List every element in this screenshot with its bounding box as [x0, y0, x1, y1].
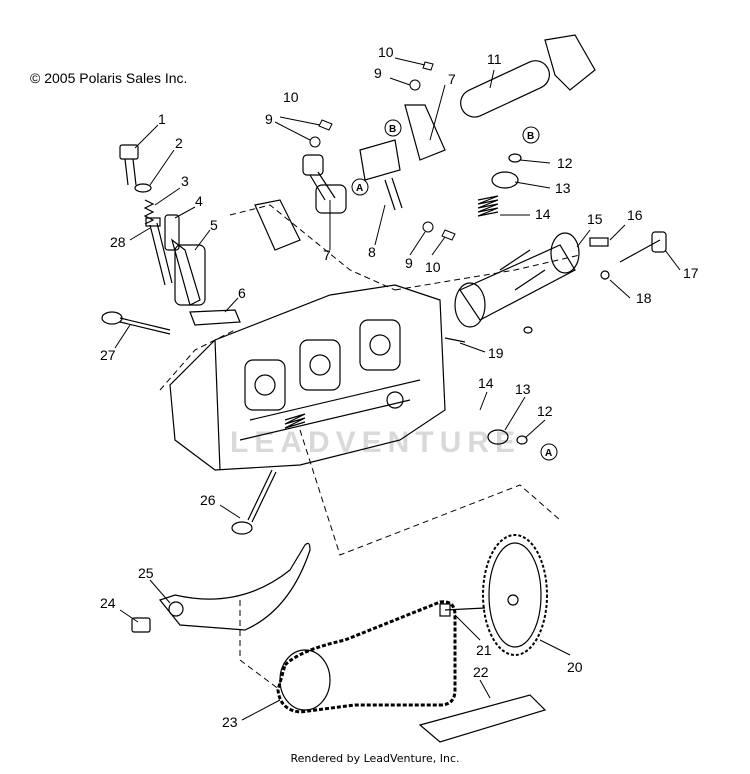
- callout-24: 24: [100, 595, 116, 611]
- callout-13-upper: 13: [555, 180, 571, 196]
- callout-15: 15: [587, 211, 603, 227]
- callout-27: 27: [100, 347, 116, 363]
- callout-10-top: 10: [378, 44, 394, 60]
- callout-1: 1: [158, 111, 166, 127]
- callout-22: 22: [473, 664, 489, 680]
- footer-credit: Rendered by LeadVenture, Inc.: [290, 752, 460, 765]
- callout-6: 6: [238, 285, 246, 301]
- callout-8: 8: [368, 244, 376, 260]
- callout-20: 20: [567, 659, 583, 675]
- copyright-notice: © 2005 Polaris Sales Inc.: [30, 70, 188, 86]
- marker-a-lower: A: [545, 448, 552, 459]
- rocker-assembly: [254, 34, 596, 251]
- callout-17: 17: [683, 265, 699, 281]
- cam-chain-drive: [131, 534, 548, 743]
- callout-10-bottom: 10: [425, 259, 441, 275]
- marker-a-upper: A: [356, 183, 363, 194]
- callout-3: 3: [181, 173, 189, 189]
- callout-16: 16: [627, 207, 643, 223]
- callout-9-top: 9: [374, 65, 382, 81]
- camshaft-and-springs: [284, 153, 667, 445]
- callout-13-lower: 13: [515, 381, 531, 397]
- valves: [101, 311, 277, 535]
- callout-2: 2: [175, 135, 183, 151]
- circle-markers: [351, 119, 558, 461]
- callout-labels: 1 2 3 4 5 6 7 7 8 9 9 9 10 10 10 11 12 1…: [100, 44, 699, 730]
- callout-12-lower: 12: [537, 403, 553, 419]
- watermark-text: LEADVENTURE: [230, 426, 521, 459]
- callout-23: 23: [222, 714, 238, 730]
- adjuster-screws: [309, 61, 456, 241]
- callout-9-bottom: 9: [405, 255, 413, 271]
- marker-b-right: B: [527, 131, 534, 142]
- callout-14-upper: 14: [535, 206, 551, 222]
- callout-26: 26: [200, 492, 216, 508]
- callout-21: 21: [476, 642, 492, 658]
- callout-9-left: 9: [265, 111, 273, 127]
- callout-19: 19: [488, 345, 504, 361]
- leader-lines: [114, 57, 681, 721]
- cylinder-head: [169, 284, 446, 471]
- callout-4: 4: [195, 193, 203, 209]
- callout-25: 25: [138, 565, 154, 581]
- callout-7-right: 7: [448, 71, 456, 87]
- assembly-lines: [159, 204, 581, 691]
- callout-18: 18: [636, 290, 652, 306]
- callout-28: 28: [110, 234, 126, 250]
- callout-5: 5: [210, 217, 218, 233]
- callout-11: 11: [487, 51, 502, 67]
- callout-7-left: 7: [323, 247, 331, 263]
- callout-12-upper: 12: [557, 155, 573, 171]
- tensioner-parts: [119, 144, 241, 326]
- callout-14-lower: 14: [478, 375, 494, 391]
- marker-b-upper: B: [389, 124, 396, 135]
- callout-10-left: 10: [283, 89, 299, 105]
